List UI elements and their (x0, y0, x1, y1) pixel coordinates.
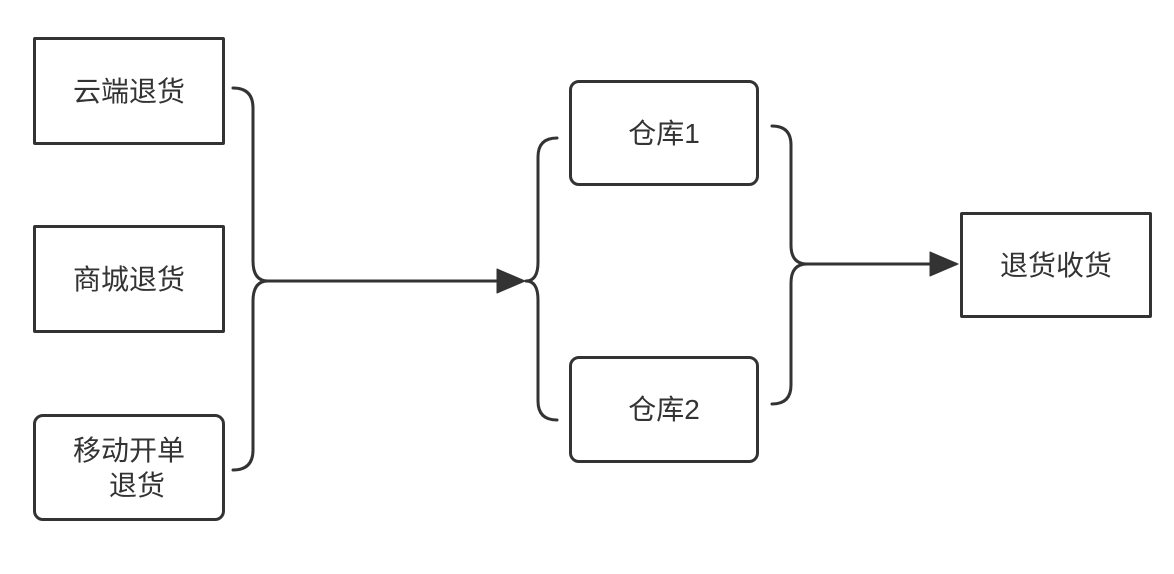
node-cloud-return-label: 云端退货 (72, 75, 185, 107)
node-cloud-return: 云端退货 (33, 37, 225, 145)
arrow-to-warehouses-head-icon (496, 268, 526, 294)
node-warehouse-2-label: 仓库2 (628, 394, 700, 425)
node-mall-return: 商城退货 (33, 225, 225, 333)
node-mobile-order-return: 移动开单 退货 (33, 414, 225, 521)
node-mall-return-label: 商城退货 (72, 263, 185, 295)
node-return-receipt: 退货收货 (960, 212, 1152, 318)
node-warehouse-2: 仓库2 (569, 356, 759, 463)
warehouses-close-brace (770, 124, 809, 406)
warehouses-open-brace (524, 136, 559, 422)
arrow-to-return-receipt-head-icon (929, 251, 959, 277)
node-warehouse-1-label: 仓库1 (628, 117, 700, 149)
node-mobile-order-return-label-line1: 移动开单 (72, 434, 185, 466)
node-warehouse-1: 仓库1 (569, 80, 759, 186)
node-mobile-order-return-label-line2: 退货 (108, 469, 165, 501)
sources-brace (231, 86, 270, 472)
node-return-receipt-label: 退货收货 (999, 249, 1112, 281)
